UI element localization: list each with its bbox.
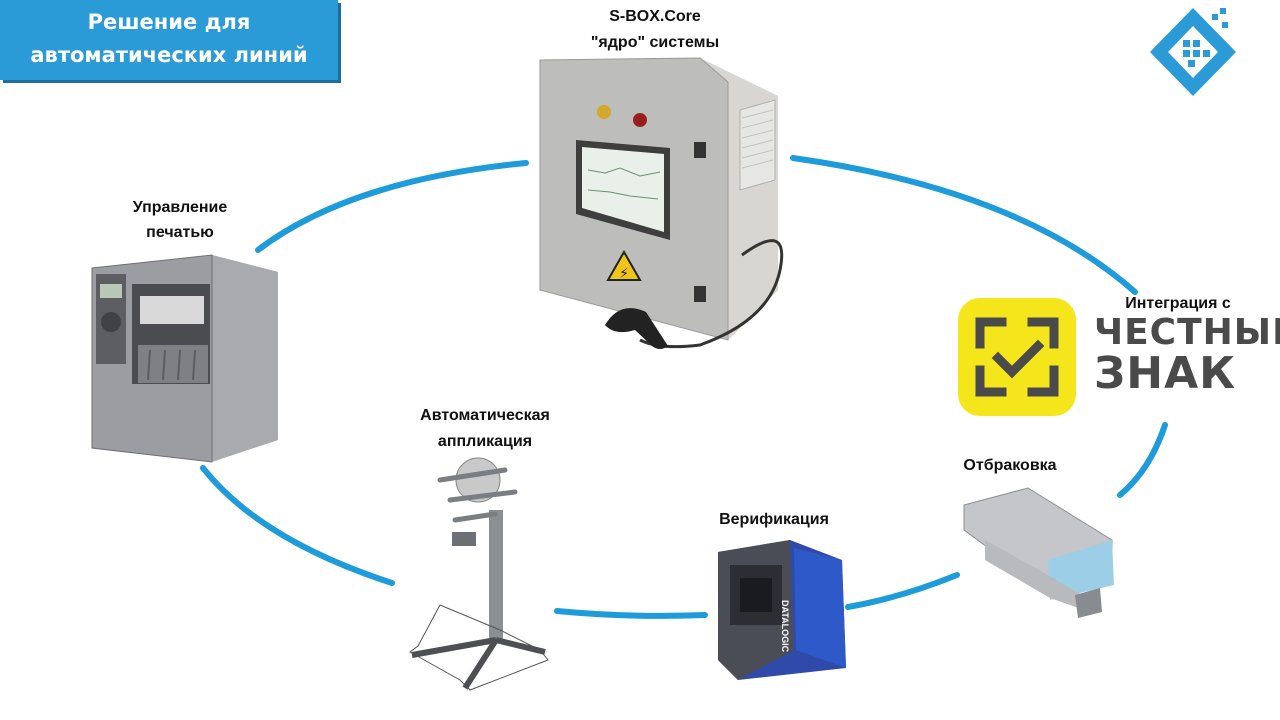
scanner-brand-text: DATALOGIC — [780, 600, 790, 653]
reject-pusher-image — [963, 487, 1114, 618]
label-printer-image — [91, 254, 278, 463]
ring-arc-applicator-printing — [200, 465, 395, 586]
brand-logo-icon — [1150, 8, 1236, 96]
core-title: S-BOX.Core — [609, 8, 701, 25]
applicator-stand-image — [409, 457, 549, 691]
printing-label-line1: Управление — [132, 199, 228, 216]
svg-text:⚡: ⚡ — [619, 266, 629, 282]
barcode-scanner-image — [718, 540, 846, 680]
banner-title-line2: автоматических линий — [30, 43, 308, 67]
chestny-znak-line1: ЧЕСТНЫЙ — [1094, 312, 1280, 353]
ring-arc-core-integration — [790, 155, 1138, 295]
ring-arc-integration-rejection — [1117, 422, 1168, 498]
chestny-znak-logo — [958, 298, 1076, 416]
rejection-label: Отбраковка — [963, 457, 1057, 474]
printing-label-line2: печатью — [146, 224, 214, 241]
integration-label: Интеграция с — [1125, 295, 1231, 312]
verification-label: Верификация — [719, 511, 829, 528]
title-banner: Решение для автоматических линий — [0, 0, 338, 80]
chestny-znak-line2: ЗНАК — [1094, 348, 1237, 399]
banner-title-line1: Решение для — [87, 10, 251, 34]
applicator-label-line1: Автоматическая — [420, 407, 550, 424]
core-subtitle: "ядро" системы — [590, 34, 720, 51]
ring-arc-verification-applicator — [554, 608, 708, 619]
ring-arc-core-printing — [255, 160, 529, 253]
ring-arc-rejection-verification — [845, 572, 960, 610]
check-frame-icon — [975, 317, 1059, 397]
control-cabinet-image: ⚡ — [539, 57, 784, 349]
applicator-label-line2: аппликация — [437, 433, 533, 450]
